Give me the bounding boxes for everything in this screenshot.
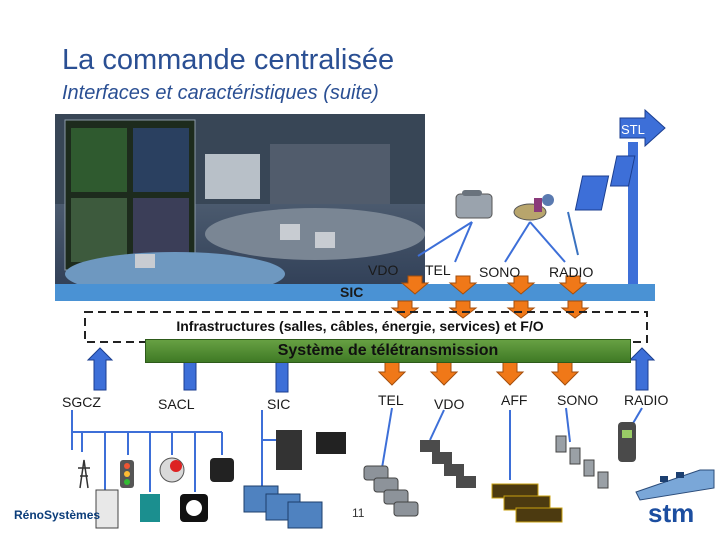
cabinet-icon <box>95 489 119 529</box>
stl-box-2 <box>609 155 636 187</box>
orange-interface-arrows <box>377 361 580 386</box>
antenna-icon <box>567 211 579 256</box>
radio-handset-icon <box>618 422 636 462</box>
orange-bus-arrows <box>390 275 590 319</box>
slide-subtitle: Interfaces et caractéristiques (suite) <box>62 82 379 104</box>
bottom-sacl-label: SACL <box>158 396 195 412</box>
handset-icon <box>210 458 234 482</box>
stl-link <box>628 142 638 300</box>
stl-arrow <box>619 108 666 148</box>
top-vdo-label: VDO <box>368 262 399 278</box>
power-pylon-icon <box>78 459 90 489</box>
control-room-photo <box>55 114 425 298</box>
cctv-icon <box>276 430 302 470</box>
bottom-sgcz-label: SGCZ <box>62 394 101 410</box>
stl-box-1 <box>574 175 610 211</box>
stl-label: STL <box>621 122 645 137</box>
microphone-icon <box>513 194 554 221</box>
computer-icon <box>243 485 323 529</box>
top-sono-label: SONO <box>479 264 521 280</box>
slide-title: La commande centralisée <box>62 44 395 76</box>
transmission-system-bar: Système de télétransmission <box>145 339 631 363</box>
sic-bus-label: SIC <box>340 284 364 300</box>
renosystemes-logo: RénoSystèmes <box>14 508 101 522</box>
speaker-icon <box>555 435 609 489</box>
field-links <box>71 407 643 492</box>
bottom-vdo-label: VDO <box>434 396 465 412</box>
stm-logo: stm <box>648 498 695 528</box>
sic-bus <box>55 284 655 301</box>
phone-icon <box>455 190 493 219</box>
infra-label: Infrastructures (salles, câbles, énergie… <box>176 318 544 334</box>
display-board-icon <box>491 483 563 523</box>
valve-icon <box>140 494 160 522</box>
train-icon <box>635 469 715 501</box>
bottom-sic-label: SIC <box>267 396 291 412</box>
top-tel-label: TEL <box>425 262 451 278</box>
top-radio-label: RADIO <box>549 264 594 280</box>
page-number: 11 <box>352 506 365 520</box>
bottom-radio-label: RADIO <box>624 392 669 408</box>
bottom-aff-label: AFF <box>501 392 528 408</box>
video-camera-icon <box>420 440 476 488</box>
phone-cluster-icon <box>363 465 419 517</box>
monitor-icon <box>316 432 346 454</box>
bottom-sono-label: SONO <box>557 392 599 408</box>
bottom-tel-label: TEL <box>378 392 404 408</box>
